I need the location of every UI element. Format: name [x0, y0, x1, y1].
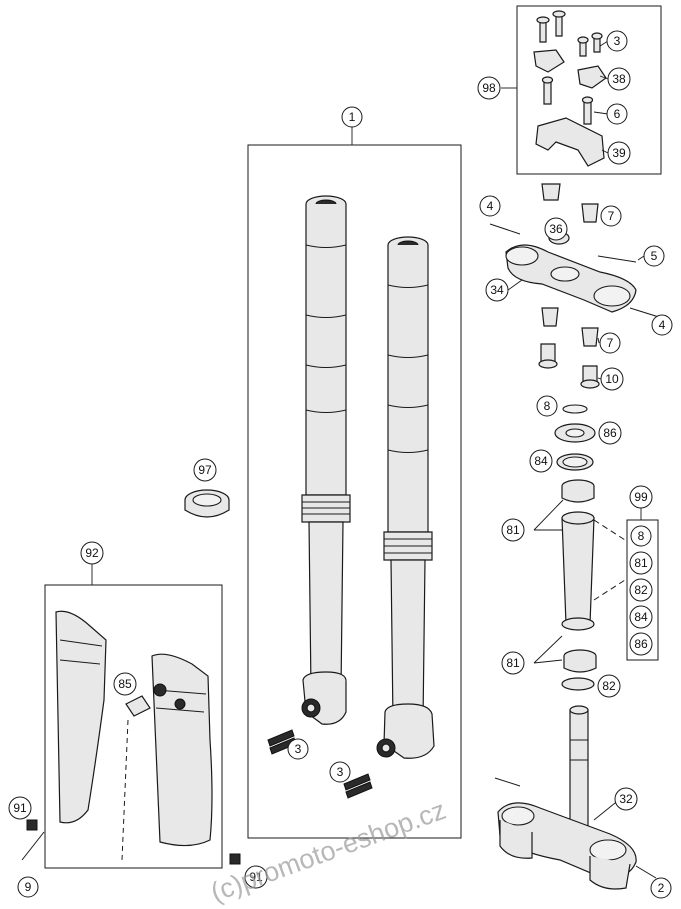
callout-2: 2 — [650, 877, 672, 899]
svg-text:84: 84 — [534, 454, 548, 468]
svg-text:10: 10 — [605, 372, 619, 386]
callout-85: 85 — [113, 672, 137, 696]
callout-1: 1 — [341, 106, 363, 128]
svg-text:39: 39 — [612, 146, 626, 160]
callout-kit-8: 8 — [630, 525, 652, 547]
svg-text:3: 3 — [614, 34, 621, 48]
svg-text:82: 82 — [634, 583, 648, 597]
svg-text:82: 82 — [602, 679, 616, 693]
svg-text:1: 1 — [349, 110, 356, 124]
svg-text:81: 81 — [506, 523, 520, 537]
callout-6: 6 — [606, 103, 628, 125]
svg-text:8: 8 — [544, 399, 551, 413]
svg-text:3: 3 — [295, 742, 302, 756]
svg-text:9: 9 — [25, 880, 32, 894]
callout-3-left: 3 — [287, 738, 309, 760]
watermark: (c)promoto-eshop.cz — [207, 795, 450, 908]
callout-39: 39 — [607, 141, 631, 165]
callout-5: 5 — [643, 245, 665, 267]
fork-leg-right — [376, 236, 435, 759]
callout-38: 38 — [607, 67, 631, 91]
callout-84: 84 — [529, 449, 553, 473]
svg-text:81: 81 — [634, 556, 648, 570]
clamp-kit-parts — [533, 10, 607, 167]
svg-text:6: 6 — [614, 107, 621, 121]
svg-text:34: 34 — [490, 283, 504, 297]
svg-text:4: 4 — [659, 318, 666, 332]
callout-92: 92 — [80, 541, 104, 565]
svg-text:86: 86 — [634, 637, 648, 651]
svg-text:81: 81 — [506, 656, 520, 670]
svg-text:91: 91 — [13, 801, 27, 815]
callout-86: 86 — [598, 421, 622, 445]
svg-text:3: 3 — [337, 765, 344, 779]
callout-97: 97 — [193, 458, 217, 482]
svg-text:5: 5 — [651, 249, 658, 263]
svg-text:91: 91 — [249, 870, 263, 884]
callout-3-right: 3 — [329, 761, 351, 783]
svg-text:92: 92 — [85, 546, 99, 560]
callout-kit-81: 81 — [629, 551, 653, 575]
callout-4-bottom: 4 — [651, 314, 673, 336]
callout-36: 36 — [544, 217, 568, 241]
svg-text:99: 99 — [634, 490, 648, 504]
callout-7-top: 7 — [600, 205, 622, 227]
callout-10: 10 — [600, 367, 624, 391]
upper-triple-clamp — [489, 183, 663, 319]
callout-81-upper: 81 — [501, 518, 525, 542]
svg-text:7: 7 — [608, 209, 615, 223]
stem-stack — [538, 307, 626, 691]
svg-text:4: 4 — [487, 199, 494, 213]
svg-text:36: 36 — [549, 222, 563, 236]
callout-8: 8 — [536, 395, 558, 417]
svg-text:86: 86 — [603, 426, 617, 440]
fork-leg-left — [301, 195, 351, 725]
axle-bolts — [267, 729, 373, 799]
callout-99: 99 — [629, 485, 653, 509]
callout-kit-82: 82 — [629, 578, 653, 602]
callout-kit-86: 86 — [629, 632, 653, 656]
svg-text:7: 7 — [607, 336, 614, 350]
callout-9: 9 — [17, 876, 39, 898]
guard-group-frame — [44, 584, 223, 869]
fork-guards — [21, 610, 241, 865]
fork-group-frame — [247, 144, 462, 839]
bearing-kit-frame — [626, 519, 659, 661]
svg-text:85: 85 — [118, 677, 132, 691]
svg-text:8: 8 — [638, 529, 645, 543]
clamp-kit-frame — [516, 5, 662, 175]
ring-97 — [184, 489, 230, 518]
callout-4-top: 4 — [479, 195, 501, 217]
svg-text:84: 84 — [634, 610, 648, 624]
svg-text:38: 38 — [612, 72, 626, 86]
lower-triple-clamp — [494, 705, 657, 890]
svg-text:32: 32 — [619, 792, 633, 806]
callout-kit-84: 84 — [629, 605, 653, 629]
callout-91-left: 91 — [8, 796, 32, 820]
callout-7-bottom: 7 — [599, 332, 621, 354]
svg-text:98: 98 — [482, 81, 496, 95]
svg-text:2: 2 — [658, 881, 665, 895]
callout-98: 98 — [477, 76, 501, 100]
callout-82: 82 — [597, 674, 621, 698]
callout-32: 32 — [614, 787, 638, 811]
callout-91-right: 91 — [244, 865, 268, 889]
callout-3: 3 — [606, 30, 628, 52]
callout-34: 34 — [485, 278, 509, 302]
callout-81-lower: 81 — [501, 651, 525, 675]
svg-text:97: 97 — [198, 463, 212, 477]
